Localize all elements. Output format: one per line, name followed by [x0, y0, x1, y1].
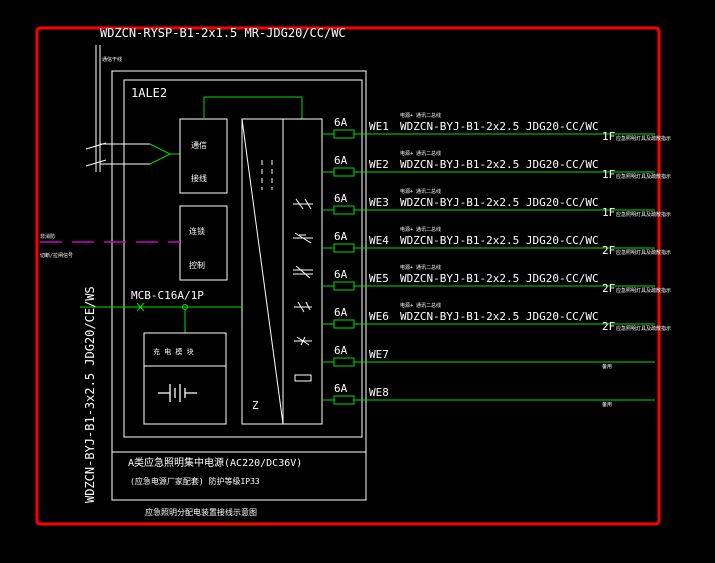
- circuit-cable: WDZCN-BYJ-B1-2x2.5 JDG20-CC/WC: [400, 310, 599, 323]
- circuit-dest: 应急照明灯具及疏散指示: [616, 135, 671, 142]
- unit-symbol-6: [294, 374, 312, 382]
- mcb-label: MCB-C16A/1P: [131, 289, 204, 302]
- circuit-cable: WDZCN-BYJ-B1-2x2.5 JDG20-CC/WC: [400, 272, 599, 285]
- fuse: [333, 167, 355, 177]
- fuse-rating: 6A: [334, 268, 348, 281]
- circuit-cable: WDZCN-BYJ-B1-2x2.5 JDG20-CC/WC: [400, 234, 599, 247]
- top-cable-note: 通信干线: [102, 56, 122, 63]
- diagram-caption: 应急照明分配电装置接线示意图: [145, 507, 257, 517]
- circuit-dest: 应急照明灯具及疏散指示: [616, 249, 671, 256]
- circuit-note: 电源+ 通讯二总线: [400, 112, 441, 119]
- fuse: [333, 395, 355, 405]
- circuit-dest: 应急照明灯具及疏散指示: [616, 173, 671, 180]
- comm-module-label-2: 接线: [191, 173, 207, 183]
- unit-symbol-1: [293, 198, 313, 210]
- circuit-note: 电源+ 通讯二总线: [400, 302, 441, 309]
- circuit-dest: 应急照明灯具及疏散指示: [616, 287, 671, 294]
- circuit-dest: 备用: [602, 363, 612, 370]
- main-unit-diagonal: [241, 118, 284, 425]
- circuit-note: 电源+ 通讯二总线: [400, 226, 441, 233]
- fuse-rating: 6A: [334, 344, 348, 357]
- fuse-rating: 6A: [334, 382, 348, 395]
- mcb-mark-2: [136, 302, 145, 312]
- circuit-id: WE8: [369, 386, 389, 399]
- unit-symbol-4: [294, 301, 312, 313]
- circuit-cable: WDZCN-BYJ-B1-2x2.5 JDG20-CC/WC: [400, 120, 599, 133]
- charger-label: 充 电 模 块: [153, 347, 194, 356]
- circuit-cable: WDZCN-BYJ-B1-2x2.5 JDG20-CC/WC: [400, 196, 599, 209]
- rating-line-1: A类应急照明集中电源(AC220/DC36V): [128, 456, 302, 469]
- circuit-floor: 1F: [602, 206, 615, 219]
- vertical-cable-label: WDZCN-BYJ-B1-3x2.5 JDG20/CE/WS: [83, 286, 97, 503]
- fuse-rating: 6A: [334, 306, 348, 319]
- charger-module: [143, 332, 227, 425]
- top-cable-label: WDZCN-RYSP-B1-2x1.5 MR-JDG20/CC/WC: [100, 26, 346, 40]
- comm-module-label-1: 通信: [191, 140, 207, 150]
- circuit-floor: 2F: [602, 320, 615, 333]
- link-module-label-2: 控制: [189, 260, 205, 270]
- drawing-frame: [35, 26, 661, 526]
- link-module-label-1: 连锁: [189, 226, 205, 236]
- mcb-contact: [182, 304, 188, 310]
- circuit-note: 电源+ 通讯二总线: [400, 150, 441, 157]
- circuit-cable: WDZCN-BYJ-B1-2x2.5 JDG20-CC/WC: [400, 158, 599, 171]
- battery-icon: [158, 384, 197, 402]
- fuse: [333, 243, 355, 253]
- circuit-floor: 1F: [602, 130, 615, 143]
- circuit-dest: 应急照明灯具及疏散指示: [616, 211, 671, 218]
- fuse: [333, 281, 355, 291]
- fuse: [333, 205, 355, 215]
- fire-signal-label-1: 非消防: [40, 233, 55, 240]
- circuit-id: WE5: [369, 272, 389, 285]
- bus-wire: [203, 96, 303, 119]
- circuit-id: WE1: [369, 120, 389, 133]
- circuit-note: 电源+ 通讯二总线: [400, 188, 441, 195]
- rating-line-2: (应急电源厂家配套) 防护等级IP33: [130, 476, 260, 486]
- cable-break-2: [85, 159, 107, 167]
- circuit-id: WE7: [369, 348, 389, 361]
- circuit-id: WE4: [369, 234, 389, 247]
- comm-wire: [149, 143, 180, 165]
- link-module: [179, 205, 228, 281]
- circuit-id: WE2: [369, 158, 389, 171]
- panel-id: 1ALE2: [131, 86, 167, 100]
- fuse: [333, 129, 355, 139]
- unit-symbol-5: [294, 336, 312, 346]
- fuse: [333, 357, 355, 367]
- circuit-floor: 2F: [602, 282, 615, 295]
- circuit-floor: 2F: [602, 244, 615, 257]
- panel-inner: [123, 79, 363, 438]
- circuit-floor: 1F: [602, 168, 615, 181]
- fire-signal-label-2: 切断/拉闸信号: [40, 252, 73, 259]
- fuse-rating: 6A: [334, 230, 348, 243]
- circuit-id: WE3: [369, 196, 389, 209]
- circuit-note: 电源+ 通讯二总线: [400, 264, 441, 271]
- main-unit: [241, 118, 323, 425]
- main-unit-z: Z: [252, 399, 259, 412]
- fuse-rating: 6A: [334, 192, 348, 205]
- fuse-rating: 6A: [334, 116, 348, 129]
- fuse-rating: 6A: [334, 154, 348, 167]
- unit-symbol-3: [293, 265, 313, 279]
- circuit-id: WE6: [369, 310, 389, 323]
- main-unit-symbols: [293, 198, 313, 382]
- circuit-dest: 备用: [602, 401, 612, 408]
- unit-symbol-2: [293, 232, 313, 244]
- fuse: [333, 319, 355, 329]
- circuit-dest: 应急照明灯具及疏散指示: [616, 325, 671, 332]
